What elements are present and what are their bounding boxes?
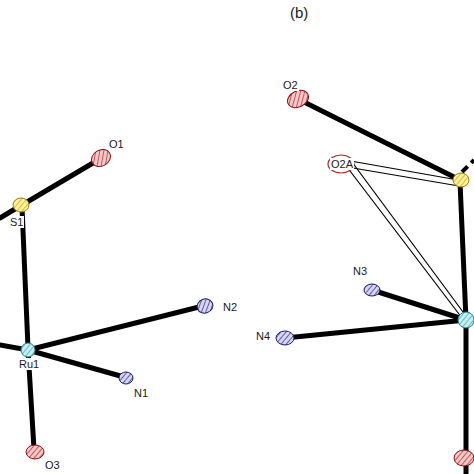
panel-label: (b): [289, 4, 309, 21]
dashed-bond: [462, 160, 474, 172]
atom-label: S1: [9, 216, 24, 228]
atom-ellipsoid: [276, 87, 474, 466]
disordered-bond: [345, 160, 466, 318]
bond: [0, 160, 203, 449]
atom-label: O2A: [330, 158, 354, 170]
atom-label: N4: [255, 330, 271, 342]
atom-label: O1: [108, 138, 125, 150]
atom-label: O3: [44, 459, 61, 471]
atom-label: N3: [352, 265, 368, 277]
atom-label: N2: [222, 301, 238, 313]
atom-label: O2: [282, 79, 299, 91]
atom-label: N1: [133, 387, 149, 399]
atom-ellipsoid: [13, 146, 215, 459]
atom-label: Ru1: [18, 358, 40, 370]
bond: [285, 100, 466, 474]
